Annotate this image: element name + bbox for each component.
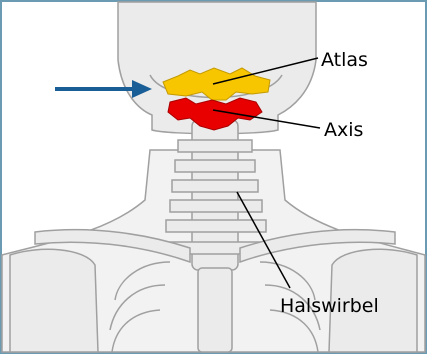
vertebra-c7 [166,220,266,232]
vertebra-c5 [172,180,258,192]
vertebra-c4 [175,160,255,172]
vertebra-c3 [178,140,252,152]
axis-label: Axis [324,119,363,141]
vertebra-c6 [170,200,262,212]
sternum [198,268,232,352]
left-shoulder [10,249,98,352]
atlas-label: Atlas [321,49,368,71]
halswirbel-label: Halswirbel [280,295,379,317]
